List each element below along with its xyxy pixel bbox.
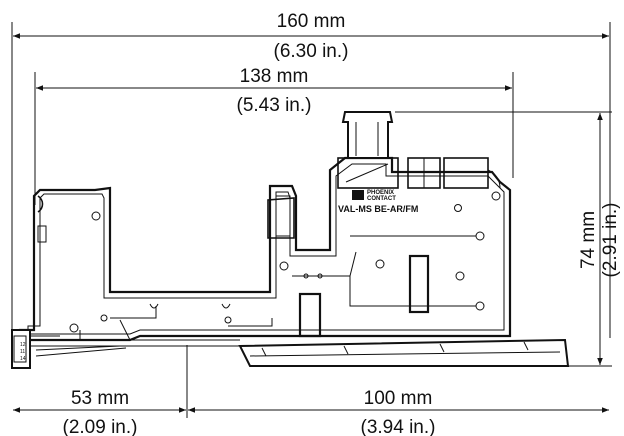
dimension-inner-width: 138 mm (5.43 in.) [34, 66, 514, 205]
right-span-imperial: (3.94 in.) [361, 417, 436, 436]
terminal-number: 12 [20, 342, 26, 348]
terminal-numbers: 12 11 14 [20, 342, 26, 362]
terminal-number: 14 [20, 356, 26, 362]
dimension-overall-width: 160 mm (6.30 in.) [11, 11, 611, 345]
inner-width-metric: 138 mm [240, 66, 309, 87]
dimension-left-offset: 53 mm (2.09 in.) [13, 345, 188, 436]
phoenix-contact-logo: PHOENIX CONTACT [352, 190, 396, 202]
brand-line-1: PHOENIX [367, 190, 394, 196]
height-metric: 74 mm [578, 211, 599, 269]
right-span-metric: 100 mm [364, 388, 433, 409]
left-offset-metric: 53 mm [71, 388, 129, 409]
height-imperial: (2.91 in.) [600, 203, 621, 278]
left-offset-imperial: (2.09 in.) [63, 417, 138, 436]
terminal-number: 11 [20, 349, 25, 355]
dimension-height: 74 mm (2.91 in.) [395, 111, 621, 367]
dimension-right-span: 100 mm (3.94 in.) [188, 388, 609, 436]
device-outline [11, 111, 570, 369]
overall-width-imperial: (6.30 in.) [274, 41, 349, 62]
overall-width-metric: 160 mm [277, 11, 346, 32]
brand-line-2: CONTACT [367, 196, 396, 202]
model-label: VAL-MS BE-AR/FM [338, 204, 418, 214]
inner-width-imperial: (5.43 in.) [237, 95, 312, 116]
